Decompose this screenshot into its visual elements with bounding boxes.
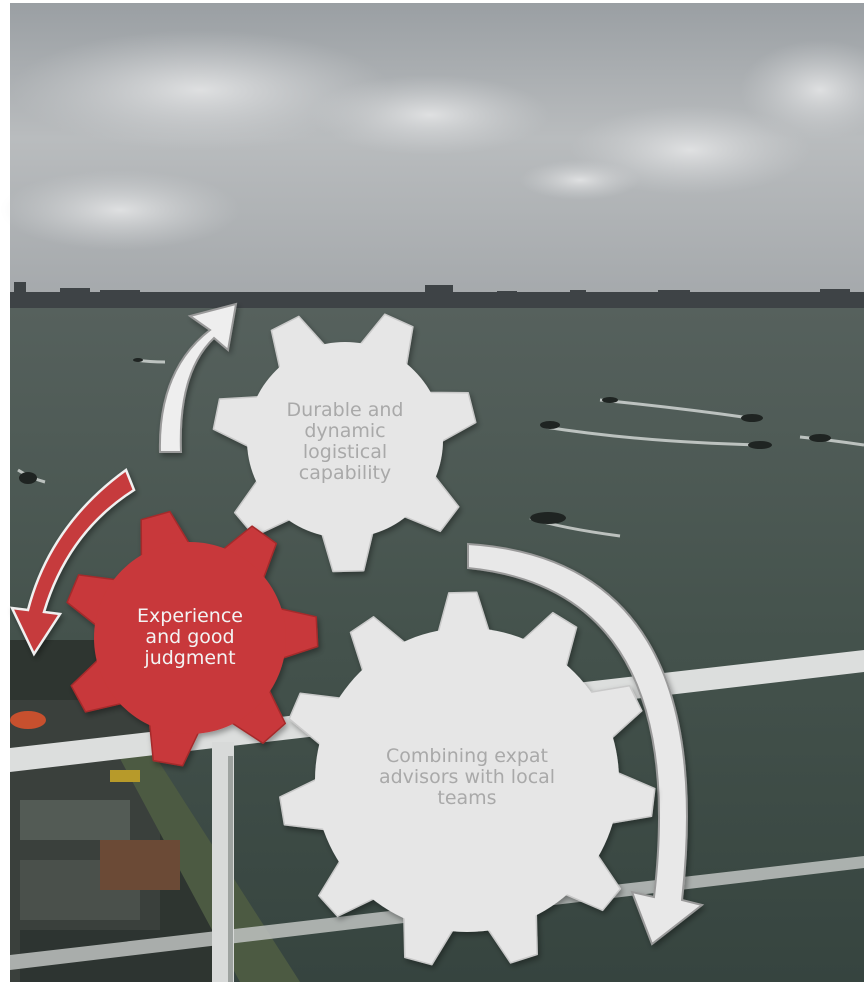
gear-hub: [94, 542, 286, 734]
boats: [19, 358, 831, 524]
gear-experience: [66, 510, 319, 767]
boat-wakes: [17, 358, 864, 538]
cycle-arrows: [9, 302, 705, 946]
gears: [66, 313, 656, 966]
gear-hub: [315, 628, 619, 932]
arrow-to-experience-icon: [9, 468, 136, 657]
gear-hub: [247, 342, 443, 538]
gear-teams: [279, 591, 656, 966]
arrow-to-teams-icon: [467, 542, 705, 946]
arrow-to-logistics-icon: [158, 302, 238, 453]
gear-logistics: [212, 313, 477, 573]
